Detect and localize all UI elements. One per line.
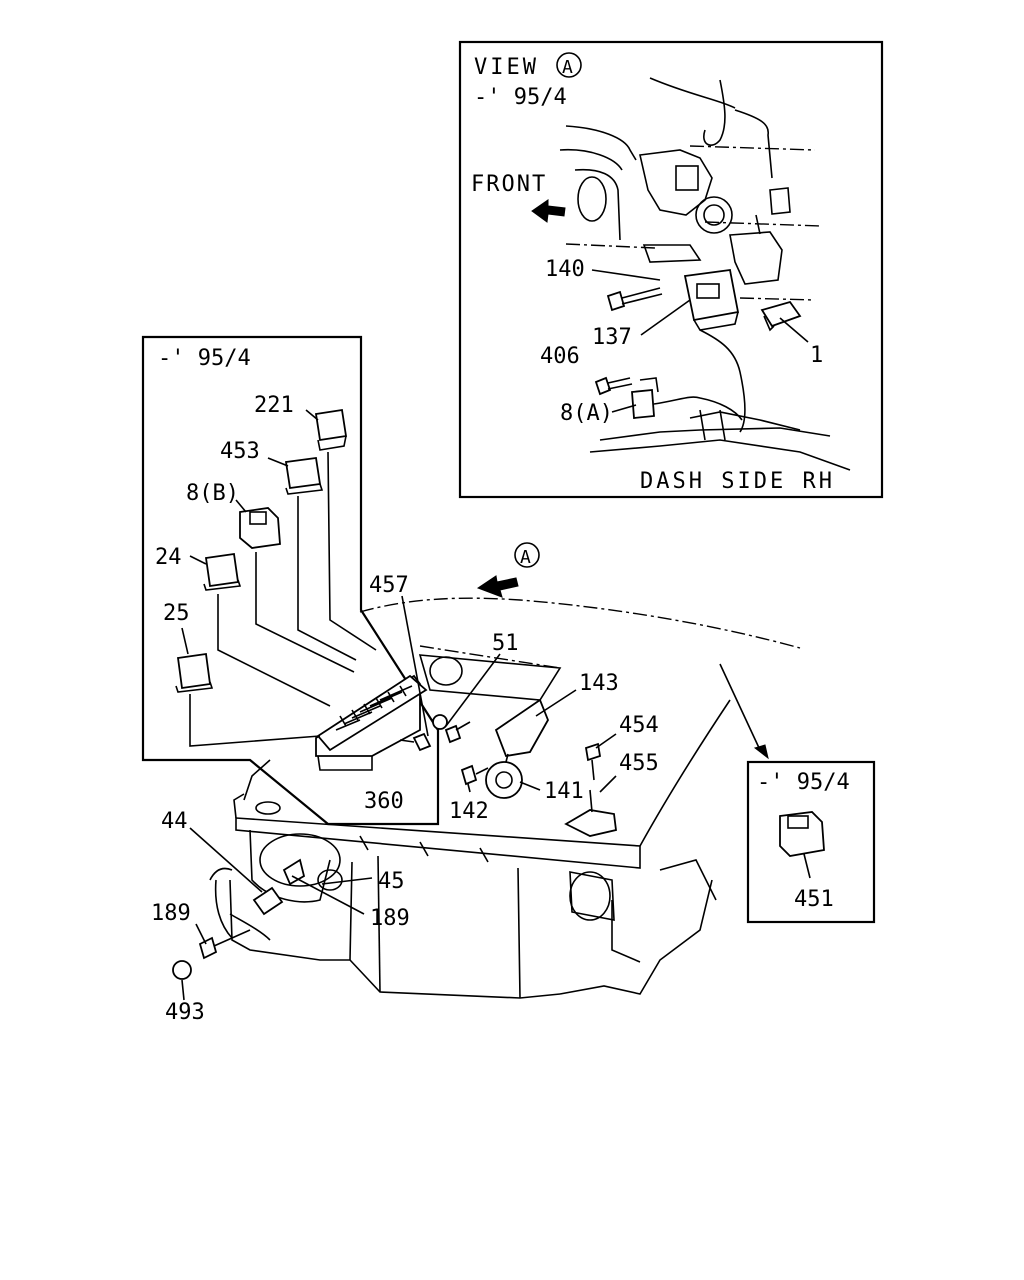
view-a-title: VIEW bbox=[474, 55, 539, 80]
label-1: 1 bbox=[810, 343, 823, 368]
label-142: 142 bbox=[449, 799, 489, 824]
label-457: 457 bbox=[369, 573, 409, 598]
view-a-arrow-icon bbox=[476, 575, 519, 598]
label-25: 25 bbox=[163, 601, 190, 626]
label-51: 51 bbox=[492, 631, 519, 656]
label-189-right: 189 bbox=[370, 906, 410, 931]
label-141: 141 bbox=[544, 779, 584, 804]
relay-451-frame bbox=[746, 760, 876, 924]
relay-451-period: -' 95/4 bbox=[757, 770, 850, 795]
view-a-period: -' 95/4 bbox=[474, 85, 567, 110]
label-143: 143 bbox=[579, 671, 619, 696]
label-8a: 8(A) bbox=[560, 401, 613, 426]
arrow-a-circle bbox=[514, 542, 540, 568]
label-360: 360 bbox=[364, 789, 404, 814]
view-a-circle bbox=[556, 52, 582, 78]
label-406: 406 bbox=[540, 344, 580, 369]
label-454: 454 bbox=[619, 713, 659, 738]
front-arrow-icon bbox=[531, 199, 566, 223]
label-45: 45 bbox=[378, 869, 405, 894]
main-assembly: A bbox=[151, 542, 801, 1025]
label-140: 140 bbox=[545, 257, 585, 282]
label-44: 44 bbox=[161, 809, 188, 834]
view-a-frame bbox=[458, 40, 884, 499]
label-221: 221 bbox=[254, 393, 294, 418]
label-493: 493 bbox=[165, 1000, 205, 1025]
label-455: 455 bbox=[619, 751, 659, 776]
label-24: 24 bbox=[155, 545, 182, 570]
relay-451-inset: -' 95/4 451 bbox=[746, 760, 876, 924]
relay-inset-frame bbox=[141, 335, 440, 826]
label-451: 451 bbox=[794, 887, 834, 912]
relay-inset: -' 95/4 221 453 8(B) bbox=[141, 335, 440, 826]
front-label: FRONT bbox=[471, 172, 547, 197]
label-8b: 8(B) bbox=[186, 481, 239, 506]
label-453: 453 bbox=[220, 439, 260, 464]
arrow-a-symbol: A bbox=[520, 547, 531, 568]
label-137: 137 bbox=[592, 325, 632, 350]
label-189-left: 189 bbox=[151, 901, 191, 926]
view-a-symbol: A bbox=[562, 57, 573, 78]
relay-inset-period: -' 95/4 bbox=[158, 346, 251, 371]
view-a-inset: VIEW A -' 95/4 FRONT DASH SIDE RH bbox=[458, 40, 884, 499]
dash-side-caption: DASH SIDE RH bbox=[640, 469, 835, 494]
